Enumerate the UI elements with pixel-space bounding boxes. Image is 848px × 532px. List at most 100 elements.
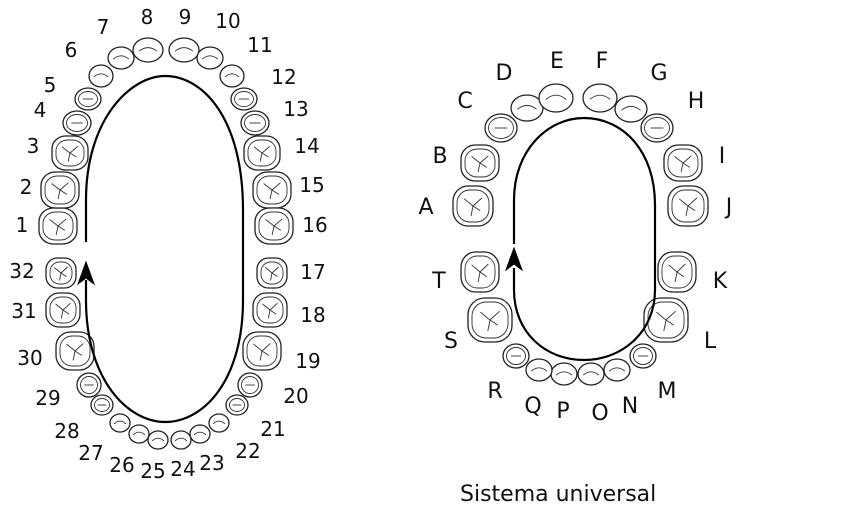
tooth-label-4: 4: [34, 98, 47, 122]
tooth-label-M: M: [658, 379, 677, 404]
tooth-14: [244, 136, 280, 170]
tooth-2: [41, 172, 79, 208]
tooth-label-16: 16: [302, 213, 327, 237]
tooth-label-2: 2: [20, 175, 33, 199]
tooth-label-1: 1: [16, 213, 29, 237]
tooth-label-19: 19: [295, 349, 320, 373]
tooth-Q: [526, 359, 552, 381]
tooth-7: [108, 47, 134, 69]
tooth-N: [604, 359, 630, 381]
tooth-label-E: E: [550, 49, 564, 74]
tooth-label-7: 7: [97, 15, 110, 39]
tooth-label-K: K: [713, 269, 728, 294]
tooth-15: [253, 172, 291, 208]
tooth-label-22: 22: [235, 439, 260, 463]
tooth-12: [231, 88, 257, 110]
tooth-P: [551, 363, 577, 385]
tooth-E: [539, 84, 573, 112]
tooth-label-C: C: [457, 89, 472, 114]
tooth-label-9: 9: [179, 5, 192, 29]
tooth-L: [644, 298, 688, 342]
tooth-label-T: T: [431, 269, 446, 294]
tooth-21: [226, 395, 248, 415]
tooth-T: [461, 252, 499, 292]
tooth-label-J: J: [724, 195, 733, 220]
tooth-16: [255, 208, 293, 244]
tooth-5: [75, 88, 101, 110]
tooth-label-A: A: [418, 195, 433, 220]
tooth-27: [110, 414, 130, 432]
tooth-I: [664, 145, 702, 181]
tooth-O: [578, 363, 604, 385]
tooth-label-11: 11: [247, 33, 272, 57]
tooth-label-24: 24: [170, 457, 195, 481]
tooth-8: [133, 38, 163, 62]
tooth-label-G: G: [650, 61, 667, 86]
tooth-1: [39, 208, 77, 244]
tooth-label-29: 29: [35, 386, 60, 410]
tooth-label-N: N: [622, 394, 638, 419]
tooth-25: [148, 431, 168, 449]
tooth-label-15: 15: [299, 173, 324, 197]
tooth-B: [461, 145, 499, 181]
tooth-label-32: 32: [9, 259, 34, 283]
tooth-19: [243, 332, 281, 370]
tooth-F: [583, 84, 617, 112]
tooth-label-L: L: [704, 329, 717, 354]
chart-caption: Sistema universal: [0, 482, 848, 507]
tooth-label-5: 5: [44, 73, 57, 97]
tooth-S: [468, 298, 512, 342]
tooth-26: [129, 425, 149, 443]
tooth-4: [63, 111, 91, 135]
tooth-31: [46, 293, 80, 327]
tooth-13: [241, 111, 269, 135]
tooth-label-O: O: [591, 401, 608, 426]
tooth-9: [169, 38, 199, 62]
tooth-K: [658, 252, 696, 292]
tooth-24: [171, 431, 191, 449]
tooth-G: [615, 96, 647, 122]
tooth-label-H: H: [688, 89, 705, 114]
tooth-22: [209, 414, 229, 432]
tooth-J: [668, 186, 708, 226]
tooth-3: [52, 136, 88, 170]
tooth-A: [453, 186, 493, 226]
tooth-label-18: 18: [300, 303, 325, 327]
tooth-label-D: D: [496, 61, 513, 86]
tooth-label-14: 14: [294, 134, 319, 158]
tooth-label-R: R: [487, 379, 502, 404]
tooth-label-B: B: [432, 144, 447, 169]
tooth-label-S: S: [444, 329, 458, 354]
tooth-23: [190, 425, 210, 443]
tooth-label-23: 23: [199, 451, 224, 475]
tooth-11: [220, 65, 244, 87]
tooth-17: [257, 258, 287, 288]
tooth-label-25: 25: [140, 459, 165, 483]
numbering-direction-arrow: [86, 76, 243, 422]
numbering-direction-arrow-primary: [514, 118, 655, 360]
arrow-head-primary: [506, 248, 522, 270]
tooth-label-8: 8: [141, 5, 154, 29]
tooth-label-21: 21: [260, 417, 285, 441]
tooth-10: [197, 47, 223, 69]
tooth-label-20: 20: [283, 384, 308, 408]
tooth-28: [91, 395, 113, 415]
tooth-M: [630, 344, 656, 368]
tooth-label-28: 28: [54, 419, 79, 443]
tooth-29: [77, 373, 101, 397]
tooth-label-13: 13: [283, 97, 308, 121]
tooth-label-17: 17: [300, 260, 325, 284]
tooth-label-27: 27: [78, 441, 103, 465]
tooth-label-Q: Q: [524, 394, 541, 419]
tooth-R: [503, 344, 529, 368]
tooth-label-12: 12: [271, 65, 296, 89]
tooth-label-F: F: [596, 49, 609, 74]
tooth-label-3: 3: [27, 134, 40, 158]
tooth-H: [641, 114, 673, 142]
tooth-32: [46, 258, 76, 288]
tooth-18: [253, 293, 287, 327]
tooth-label-I: I: [719, 144, 726, 169]
tooth-label-P: P: [556, 399, 569, 424]
